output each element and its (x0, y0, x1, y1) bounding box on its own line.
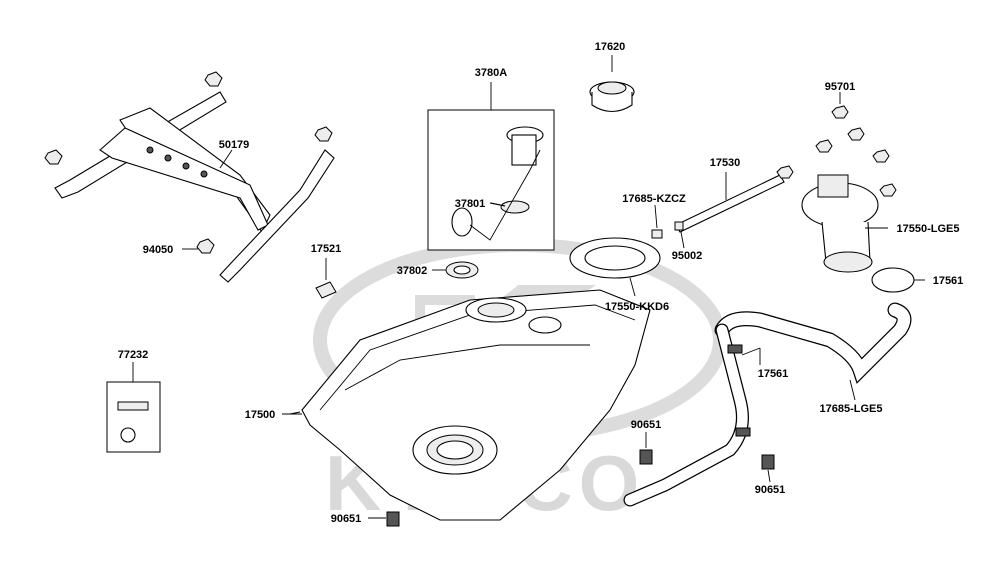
part-label: 37802 (397, 265, 428, 277)
part-label: 77232 (118, 349, 149, 361)
part-label: 17550-LGE5 (897, 223, 960, 235)
part-label: 50179 (219, 139, 250, 151)
fuel-pump-assembly-3780A (427, 82, 555, 251)
nut-ring-37802 (432, 261, 479, 279)
part-label: 90651 (331, 513, 362, 525)
clamp-90651-right (761, 454, 775, 483)
fuel-cap-17620 (589, 55, 635, 113)
part-label: 37801 (455, 198, 486, 210)
part-label: 94050 (143, 244, 174, 256)
part-label: 17561 (758, 368, 789, 380)
part-label: 17620 (595, 41, 626, 53)
part-label: 90651 (755, 484, 786, 496)
o-ring-17561 (871, 267, 925, 293)
pad-17521 (315, 258, 337, 299)
clamp-90651-left (368, 511, 400, 527)
frame-bracket-50179 (44, 71, 335, 283)
part-label: 95002 (672, 250, 703, 262)
part-label: 90651 (631, 419, 662, 431)
clamp-90651-mid (639, 432, 653, 465)
bolts-95701 (776, 92, 897, 197)
tube-17530 (675, 172, 785, 233)
fitting-17685-KZCZ (651, 204, 663, 239)
part-label: 3780A (475, 67, 507, 79)
part-label: 17550-KKD6 (605, 301, 669, 313)
valve-kit-77232 (106, 362, 161, 453)
part-label: 17521 (311, 243, 342, 255)
part-label: 17685-LGE5 (820, 403, 883, 415)
part-label: 17500 (245, 409, 276, 421)
gasket-ring-17550-KKD6 (569, 237, 661, 297)
fuel-pump-17550-LGE5 (801, 174, 888, 273)
hose-17685-LGE5 (623, 302, 912, 507)
clip-95002 (674, 221, 685, 249)
part-label: 95701 (825, 81, 856, 93)
part-label: 17685-KZCZ (622, 193, 686, 205)
fuel-tank-17500 (289, 289, 651, 521)
part-label: 17530 (710, 157, 741, 169)
part-label: 17561 (933, 275, 964, 287)
